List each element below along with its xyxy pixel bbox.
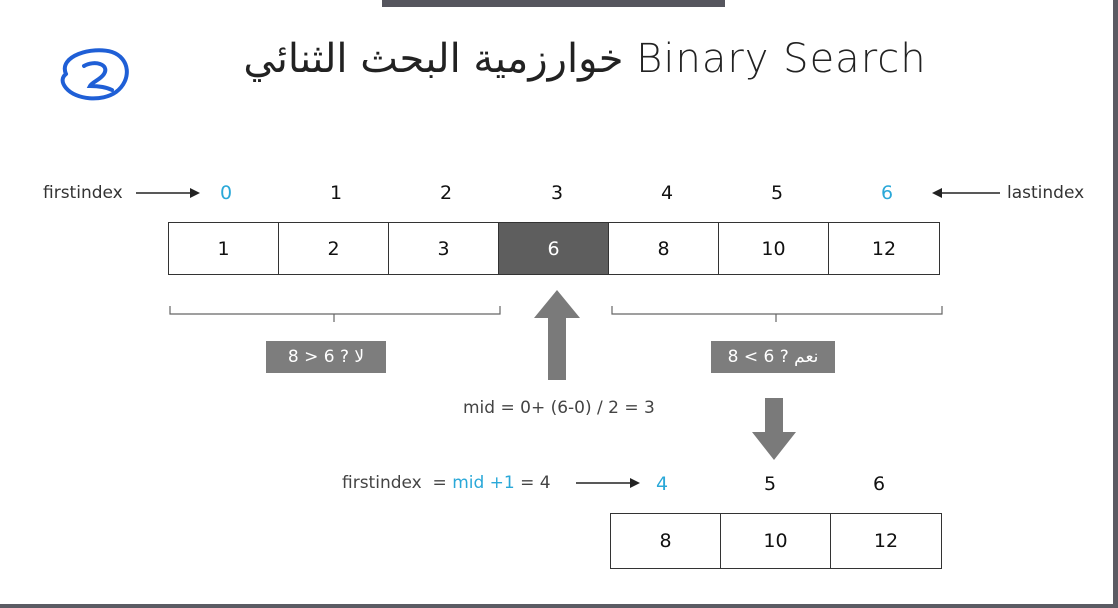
array-cell: 10 xyxy=(719,223,829,274)
index-label: 3 xyxy=(550,182,564,204)
index-label: 0 xyxy=(219,182,233,204)
right-brace xyxy=(611,306,943,322)
mid-formula: mid = 0+ (6-0) / 2 = 3 xyxy=(463,398,655,418)
formula-prefix: firstindex = xyxy=(342,473,453,493)
right-arrow-icon xyxy=(136,188,200,198)
right-arrow-icon xyxy=(576,478,640,488)
index-label: 2 xyxy=(439,182,453,204)
formula-suffix: = 4 xyxy=(514,473,551,493)
index-label: 5 xyxy=(763,473,777,495)
firstindex-label: firstindex xyxy=(43,183,123,203)
up-arrow-icon xyxy=(534,290,580,380)
index-label: 4 xyxy=(660,182,674,204)
array-cell: 10 xyxy=(721,514,831,568)
array-cell: 12 xyxy=(873,530,899,552)
array-cell: 1 xyxy=(169,223,279,274)
left-brace xyxy=(169,306,501,322)
page-title: خوارزمية البحث الثنائي Binary Search xyxy=(243,36,927,82)
annotation-icon xyxy=(60,48,129,101)
down-arrow-icon xyxy=(752,398,796,460)
index-label: 4 xyxy=(655,473,669,495)
array-cell: 8 xyxy=(611,514,721,568)
right-condition-tag: نعم ? 6 > 8 xyxy=(711,341,835,373)
index-label: 6 xyxy=(880,182,894,204)
lastindex-label: lastindex xyxy=(1007,183,1085,203)
array-cell: 3 xyxy=(389,223,499,274)
sub-array-row: 8 10 12 xyxy=(610,513,942,569)
top-bar xyxy=(382,0,725,7)
array-cell: 12 xyxy=(871,237,897,260)
formula-mid-part: mid +1 xyxy=(452,473,515,493)
array-cell: 8 xyxy=(609,223,719,274)
new-firstindex-formula: firstindex = mid +1 = 4 xyxy=(342,473,551,493)
array-row: 1 2 3 6 8 10 12 xyxy=(168,222,940,275)
index-label: 5 xyxy=(770,182,784,204)
index-label: 1 xyxy=(329,182,343,204)
left-condition-tag: لا ? 6 < 8 xyxy=(266,341,386,373)
left-arrow-icon xyxy=(932,188,1000,198)
index-label: 6 xyxy=(872,473,886,495)
array-cell-mid: 6 xyxy=(499,223,609,274)
array-cell: 2 xyxy=(279,223,389,274)
